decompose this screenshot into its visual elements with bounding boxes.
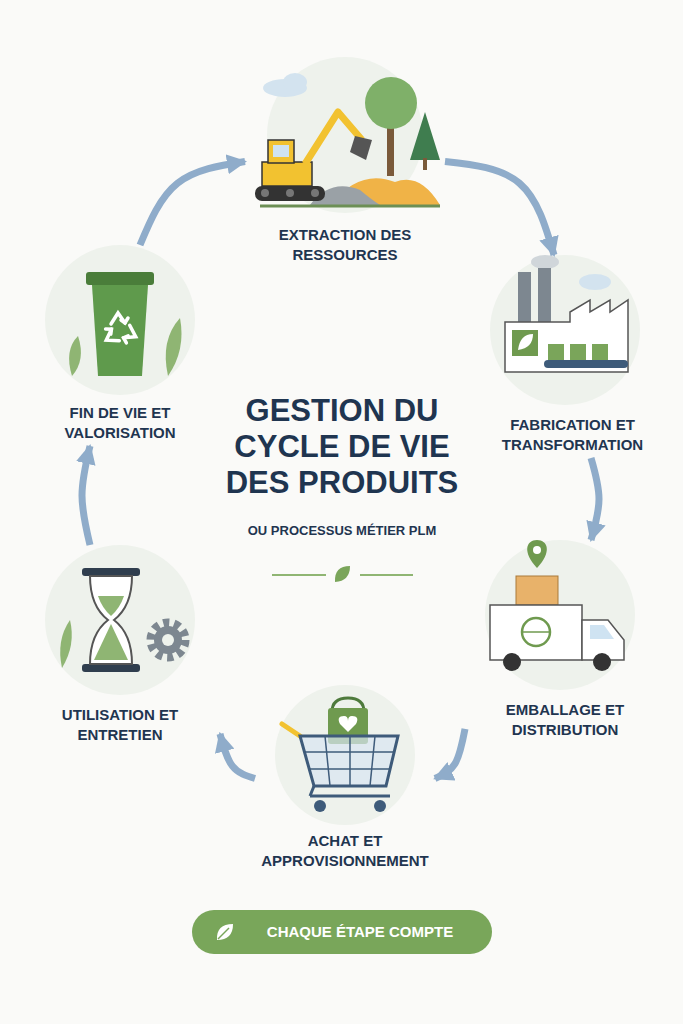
cycle-arrow bbox=[435, 729, 465, 779]
divider bbox=[272, 566, 413, 582]
stage-node: EMBALLAGE ET DISTRIBUTION bbox=[465, 540, 665, 743]
stage-node: ACHAT ET APPROVISIONNEMENT bbox=[255, 683, 435, 874]
excavator-icon bbox=[255, 73, 440, 206]
hourglass-icon bbox=[60, 568, 185, 672]
leaf-icon bbox=[214, 921, 236, 943]
stage-label: UTILISATION ET ENTRETIEN bbox=[28, 705, 212, 744]
truck-icon bbox=[490, 540, 624, 671]
stage-label: FABRICATION ET TRANSFORMATION bbox=[488, 415, 657, 454]
cart-icon bbox=[282, 698, 398, 812]
stage-node: FABRICATION ET TRANSFORMATION bbox=[480, 255, 665, 458]
cycle-arrow bbox=[220, 734, 255, 779]
stage-label: CHAQUE ÉTAPE COMPTE bbox=[267, 922, 453, 942]
stage-label: FIN DE VIE ET VALORISATION bbox=[28, 403, 212, 442]
stage-label: ACHAT ET APPROVISIONNEMENT bbox=[261, 831, 429, 870]
motto-pill: CHAQUE ÉTAPE COMPTE bbox=[192, 910, 492, 954]
cycle-arrow bbox=[445, 162, 554, 256]
stage-node: EXTRACTION DES RESSOURCES bbox=[245, 55, 445, 268]
bin-icon bbox=[69, 272, 181, 376]
leaf-vein bbox=[218, 928, 229, 939]
subtitle: OU PROCESSUS MÉTIER PLM bbox=[162, 523, 522, 538]
leaf-icon bbox=[217, 924, 233, 940]
cycle-arrow bbox=[82, 446, 90, 545]
cycle-arrow bbox=[140, 162, 245, 246]
stage-node: UTILISATION ET ENTRETIEN bbox=[20, 545, 220, 748]
cycle-arrow bbox=[591, 458, 599, 540]
stage-label: EMBALLAGE ET DISTRIBUTION bbox=[473, 700, 657, 739]
stage-label: EXTRACTION DES RESSOURCES bbox=[253, 225, 437, 264]
stage-node: FIN DE VIE ET VALORISATION bbox=[20, 245, 220, 446]
factory-icon bbox=[505, 255, 628, 372]
diagram-title: GESTION DU CYCLE DE VIE DES PRODUITS bbox=[202, 393, 482, 501]
